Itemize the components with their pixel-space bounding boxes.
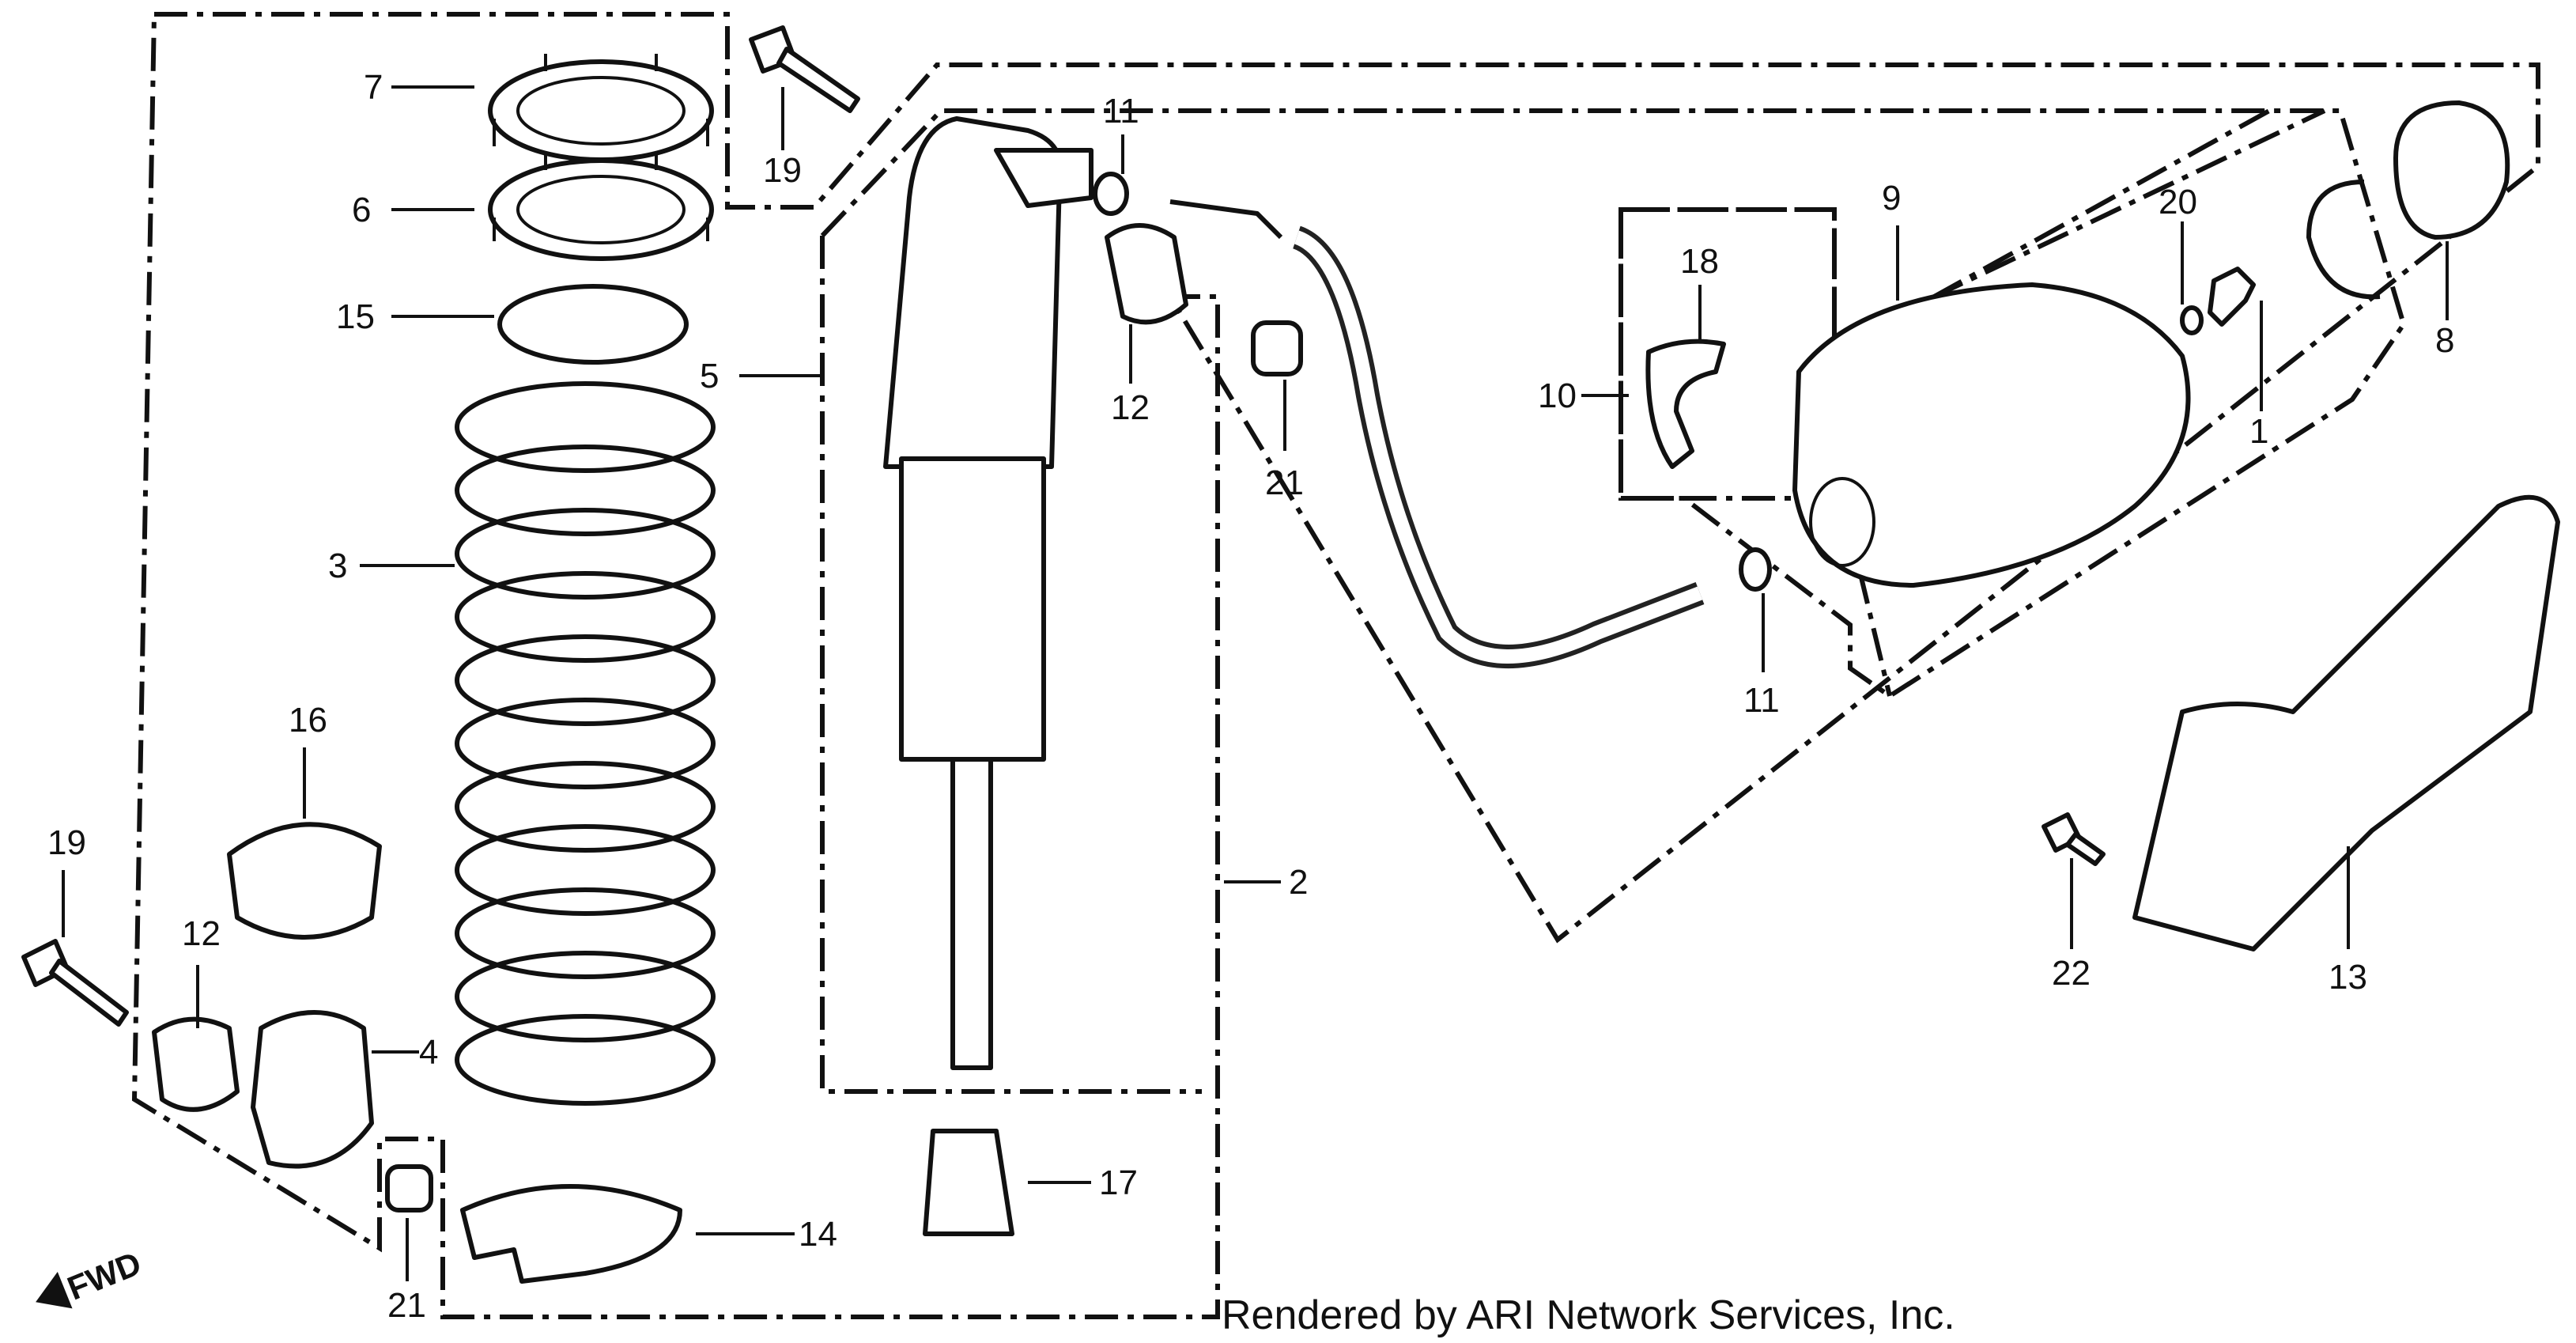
callout-7: 7 bbox=[364, 68, 383, 107]
fwd-arrow-icon bbox=[36, 1272, 73, 1309]
callout-6: 6 bbox=[352, 191, 371, 229]
rear-cushion-assembly-boundary bbox=[131, 12, 2540, 1319]
circlip bbox=[2306, 180, 2381, 300]
lock-nut-part-7 bbox=[488, 54, 714, 162]
callout-5: 5 bbox=[700, 357, 719, 395]
callout-10: 10 bbox=[1538, 376, 1577, 415]
callout-4: 4 bbox=[419, 1033, 438, 1072]
stopper-part-16 bbox=[227, 822, 382, 940]
bolt-part-19-lower bbox=[21, 939, 129, 1027]
callout-8: 8 bbox=[2435, 321, 2454, 360]
callout-21-upper: 21 bbox=[1265, 463, 1304, 502]
lock-nut-part-6 bbox=[488, 153, 714, 261]
washer-part-11-lower bbox=[1739, 547, 1772, 592]
callout-1: 1 bbox=[2249, 412, 2268, 451]
nut-part-21-upper bbox=[1251, 320, 1303, 376]
spring-part-3 bbox=[455, 381, 716, 1106]
credit-text: Rendered by ARI Network Services, Inc. bbox=[1222, 1292, 1955, 1338]
band-part-18 bbox=[1645, 339, 1726, 469]
callout-22: 22 bbox=[2052, 954, 2091, 993]
callout-19-left: 19 bbox=[47, 823, 86, 862]
callout-11-lower: 11 bbox=[1743, 681, 1780, 720]
callout-17: 17 bbox=[1099, 1163, 1138, 1202]
callout-12-left: 12 bbox=[182, 914, 221, 953]
callout-2: 2 bbox=[1289, 863, 1308, 902]
callout-15: 15 bbox=[336, 297, 375, 336]
ring-part-15 bbox=[497, 284, 689, 365]
washer-part-11-upper bbox=[1093, 172, 1129, 216]
dust-cover-part-17 bbox=[923, 1129, 1014, 1236]
valve-part-1 bbox=[2208, 267, 2256, 327]
o-ring-part-20 bbox=[2180, 305, 2204, 335]
bolt-part-19-upper bbox=[749, 25, 860, 113]
damper-part-5 bbox=[883, 116, 1093, 1070]
callout-9: 9 bbox=[1882, 179, 1901, 218]
callout-13: 13 bbox=[2329, 958, 2367, 997]
callout-19-top: 19 bbox=[763, 151, 802, 190]
collar-part-12-upper bbox=[1105, 223, 1188, 325]
nut-part-21-lower bbox=[385, 1164, 433, 1212]
reservoir-tank bbox=[1792, 282, 2191, 588]
spring-seat-part-14 bbox=[460, 1184, 682, 1284]
callout-14: 14 bbox=[799, 1215, 837, 1254]
leader-lines bbox=[62, 85, 2449, 1281]
fwd-label: FWD bbox=[62, 1244, 146, 1307]
reservoir-subassembly-boundary bbox=[1618, 108, 2271, 697]
bracket-part-13 bbox=[2132, 494, 2560, 951]
callout-18: 18 bbox=[1680, 242, 1719, 281]
callout-21-lower: 21 bbox=[387, 1286, 426, 1325]
reservoir-hose bbox=[1169, 199, 1705, 668]
collar-part-12-left bbox=[152, 1016, 240, 1112]
fwd-arrow: FWD bbox=[36, 1244, 146, 1309]
callout-20: 20 bbox=[2159, 183, 2197, 221]
callout-12-upper: 12 bbox=[1111, 388, 1150, 427]
cap-part-8 bbox=[2393, 100, 2510, 240]
callout-16: 16 bbox=[289, 701, 327, 740]
joint-part-4 bbox=[251, 1010, 374, 1169]
callout-11-upper: 11 bbox=[1103, 92, 1139, 131]
callout-3: 3 bbox=[328, 547, 347, 585]
bolt-part-22 bbox=[2042, 812, 2106, 866]
